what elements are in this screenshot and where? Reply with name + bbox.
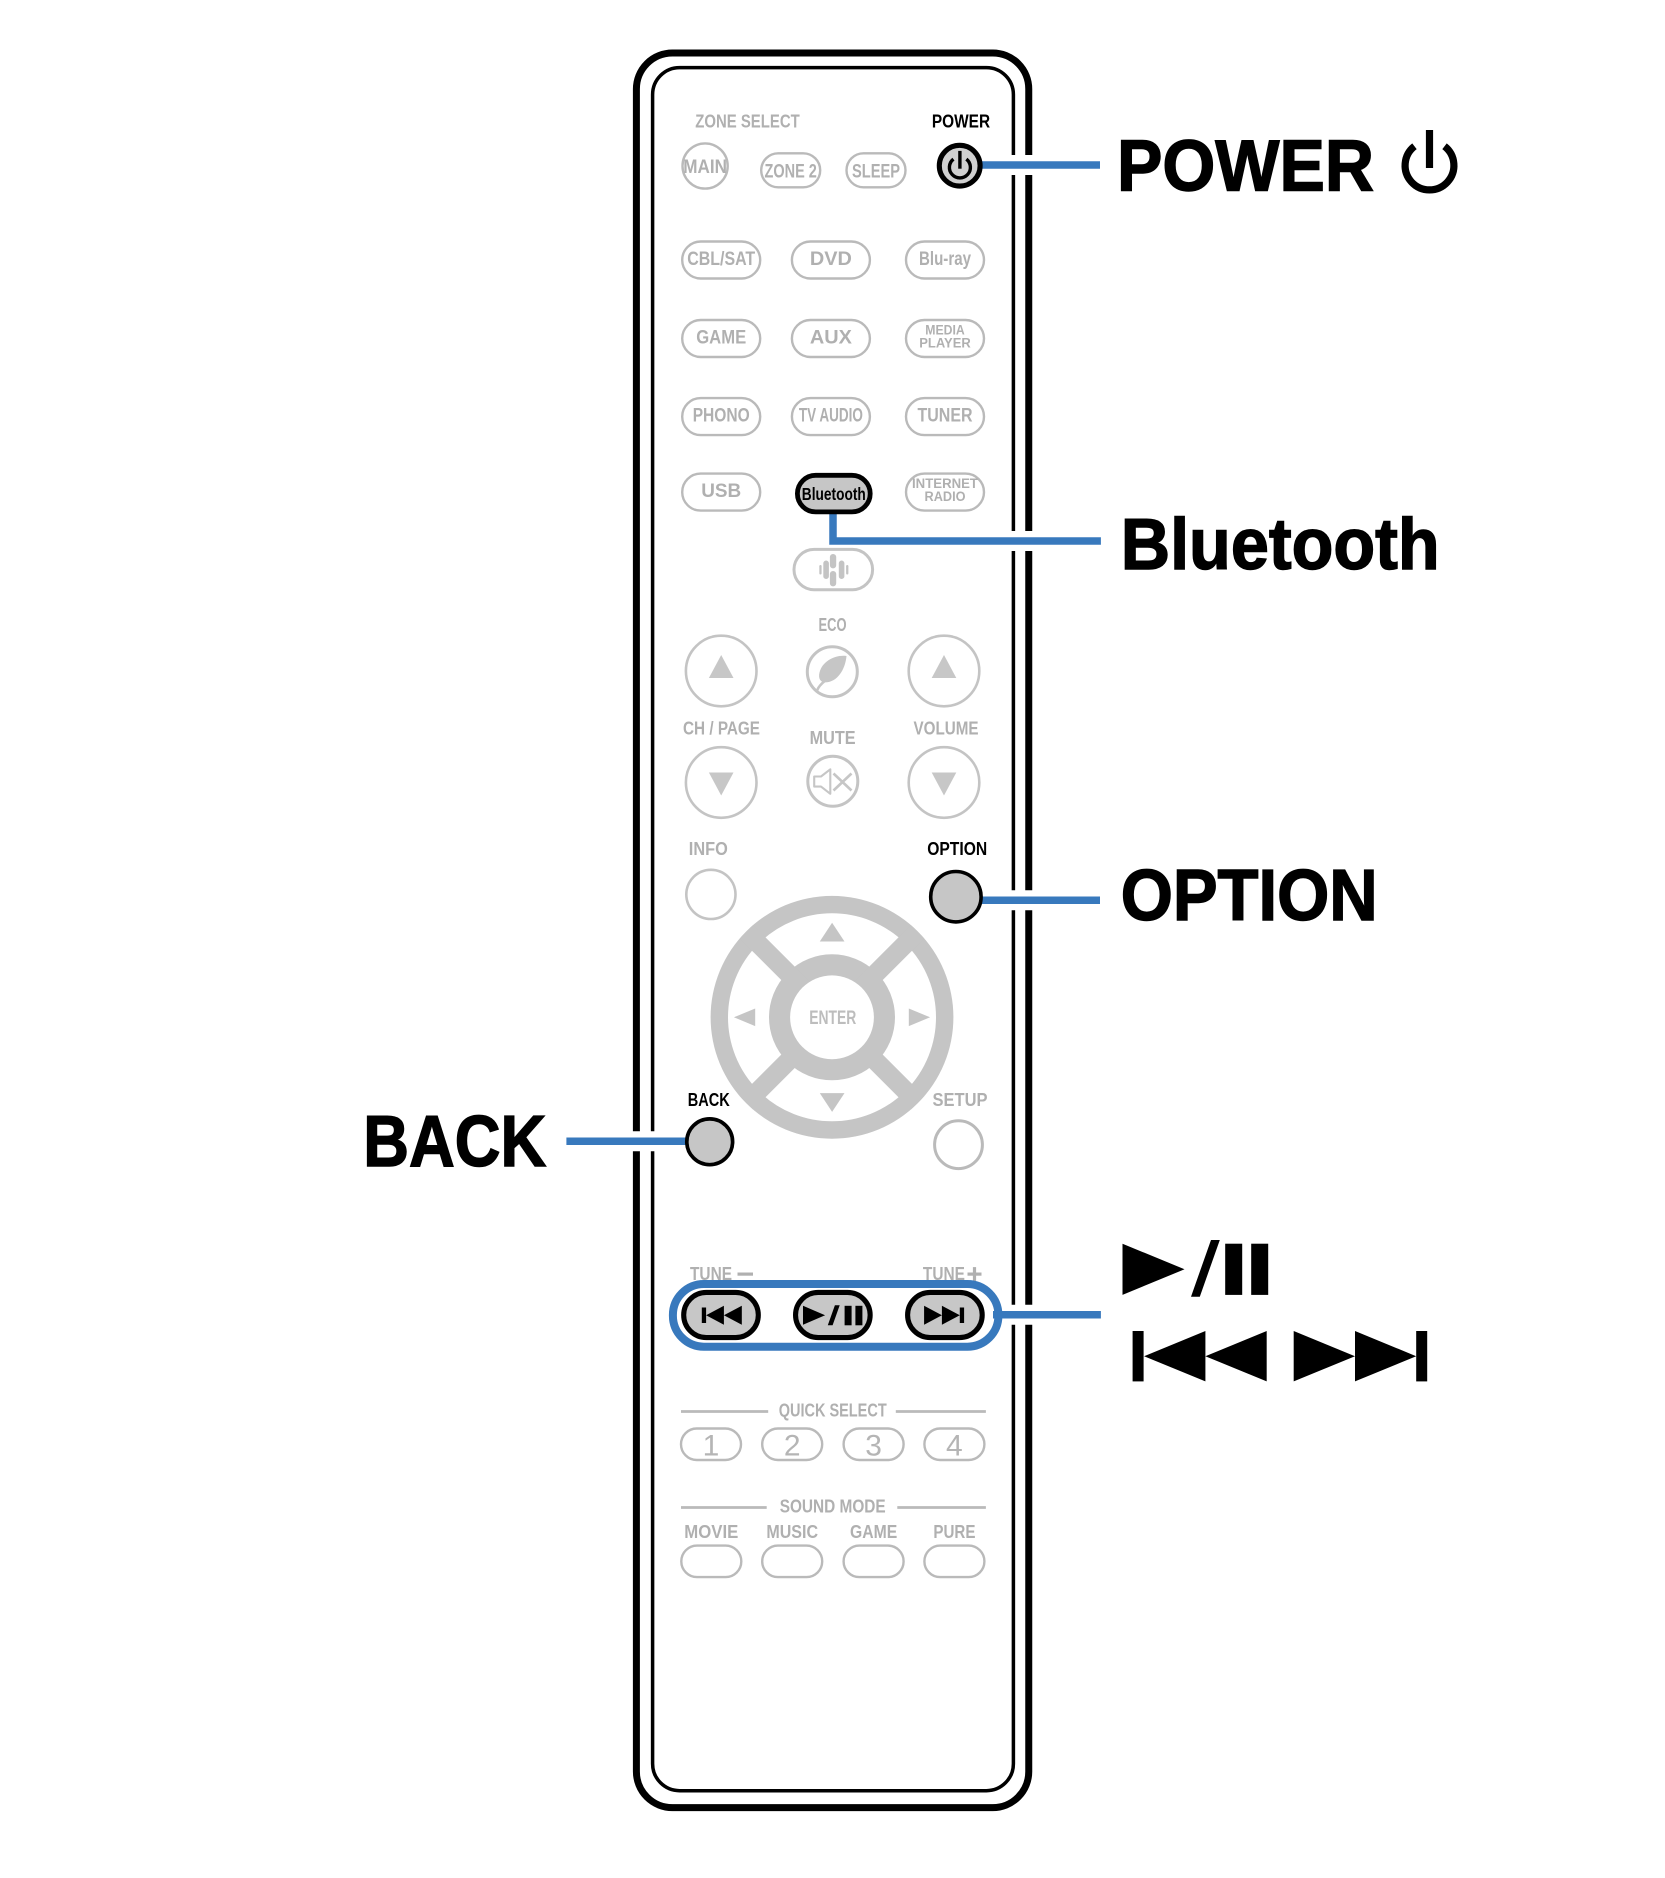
svg-text:INFO: INFO [689, 839, 728, 859]
svg-text:QUICK SELECT: QUICK SELECT [779, 1401, 887, 1421]
svg-text:MUSIC: MUSIC [766, 1522, 818, 1542]
svg-text:POWER: POWER [1117, 127, 1374, 207]
svg-text:POWER: POWER [932, 112, 990, 132]
svg-text:CH / PAGE: CH / PAGE [683, 719, 760, 739]
svg-text:3: 3 [865, 1429, 882, 1462]
svg-text:MUTE: MUTE [810, 728, 856, 748]
svg-text:TUNE: TUNE [923, 1264, 965, 1284]
svg-text:Bluetooth: Bluetooth [1121, 505, 1440, 585]
svg-text:BACK: BACK [688, 1090, 730, 1110]
svg-text:VOLUME: VOLUME [914, 719, 979, 739]
svg-text:PURE: PURE [933, 1522, 975, 1542]
svg-text:TV AUDIO: TV AUDIO [799, 405, 863, 427]
svg-text:4: 4 [946, 1429, 963, 1462]
svg-text:MOVIE: MOVIE [684, 1522, 738, 1542]
svg-text:ZONE 2: ZONE 2 [765, 160, 817, 182]
svg-text:SOUND MODE: SOUND MODE [780, 1497, 886, 1517]
svg-text:BACK: BACK [363, 1102, 546, 1182]
svg-text:GAME: GAME [850, 1522, 897, 1542]
svg-text:TUNE: TUNE [690, 1264, 732, 1284]
svg-text:OPTION: OPTION [927, 839, 987, 859]
svg-text:AUX: AUX [810, 327, 852, 349]
svg-text:PHONO: PHONO [693, 405, 750, 427]
svg-text:INTERNET: INTERNET [912, 476, 979, 491]
svg-text:PLAYER: PLAYER [919, 335, 971, 350]
svg-text:Blu-ray: Blu-ray [919, 248, 971, 270]
svg-text:MAIN: MAIN [683, 156, 727, 178]
svg-text:ECO: ECO [819, 615, 847, 635]
svg-text:SLEEP: SLEEP [852, 160, 900, 182]
svg-text:Bluetooth: Bluetooth [802, 484, 866, 504]
svg-text:USB: USB [701, 480, 741, 502]
svg-text:OPTION: OPTION [1121, 856, 1378, 936]
svg-text:SETUP: SETUP [933, 1090, 988, 1110]
svg-text:ENTER: ENTER [809, 1008, 856, 1029]
svg-text:DVD: DVD [810, 248, 852, 270]
svg-text:RADIO: RADIO [925, 489, 966, 504]
svg-text:MEDIA: MEDIA [925, 322, 965, 337]
svg-text:CBL/SAT: CBL/SAT [687, 248, 755, 270]
svg-text:1: 1 [703, 1429, 720, 1462]
svg-text:GAME: GAME [696, 327, 746, 349]
svg-text:ZONE SELECT: ZONE SELECT [695, 112, 799, 132]
svg-text:TUNER: TUNER [918, 405, 973, 427]
svg-text:2: 2 [784, 1429, 801, 1462]
